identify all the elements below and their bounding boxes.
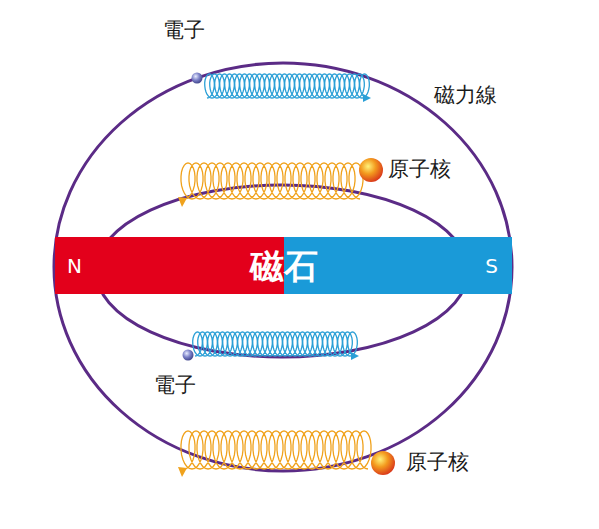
magnet-label: 磁石 <box>250 249 318 283</box>
field-line-label: 磁力線 <box>434 84 497 107</box>
nucleus <box>359 158 383 182</box>
pole-label: N <box>67 256 82 276</box>
spiral-arrowhead <box>363 94 371 102</box>
spiral-arrowhead <box>178 467 187 477</box>
particle-label: 電子 <box>163 19 205 42</box>
spiral-arrowhead <box>351 352 359 360</box>
electron <box>192 73 203 84</box>
field-line <box>54 63 512 471</box>
particle-label: 原子核 <box>406 451 469 474</box>
nucleus <box>371 451 395 475</box>
electron <box>183 350 194 361</box>
pole-label: S <box>485 256 498 276</box>
spiral-arrowhead <box>178 197 187 207</box>
spiral-path <box>205 74 370 98</box>
particle-label: 原子核 <box>388 158 451 181</box>
spiral-path <box>193 332 358 356</box>
spiral-path <box>181 163 363 199</box>
bar-magnet: N 磁石 S <box>55 237 512 294</box>
particle-label: 電子 <box>154 374 196 397</box>
spiral-path <box>181 431 371 469</box>
